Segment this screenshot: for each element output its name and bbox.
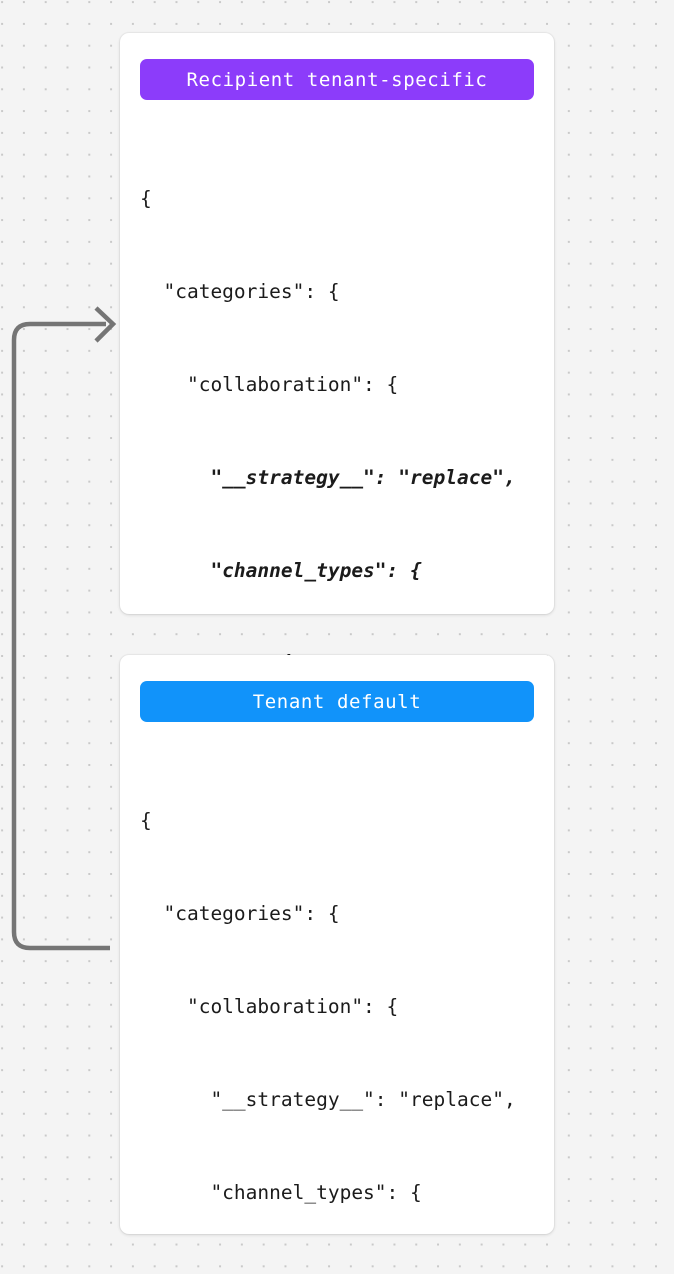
code-line: "email": false [140,1270,534,1274]
code-line: { [140,187,152,210]
code-line: "channel_types": { [140,1181,422,1204]
code-line: "__strategy__": "replace", [140,1088,516,1111]
code-line: "channel_types": { [140,559,422,582]
code-line: "categories": { [140,902,340,925]
card-tenant-default: Tenant default { "categories": { "collab… [120,655,554,1234]
code-block-tenant-default: { "categories": { "collaboration": { "__… [140,743,534,1274]
code-line: "collaboration": { [140,995,399,1018]
card-header-recipient: Recipient tenant-specific [140,59,534,100]
code-line: "categories": { [140,280,340,303]
code-line: { [140,809,152,832]
card-recipient-tenant-specific: Recipient tenant-specific { "categories"… [120,33,554,1233]
code-line: "__strategy__": "replace", [140,466,516,489]
code-line: "collaboration": { [140,373,399,396]
card-header-tenant-default: Tenant default [140,681,534,722]
